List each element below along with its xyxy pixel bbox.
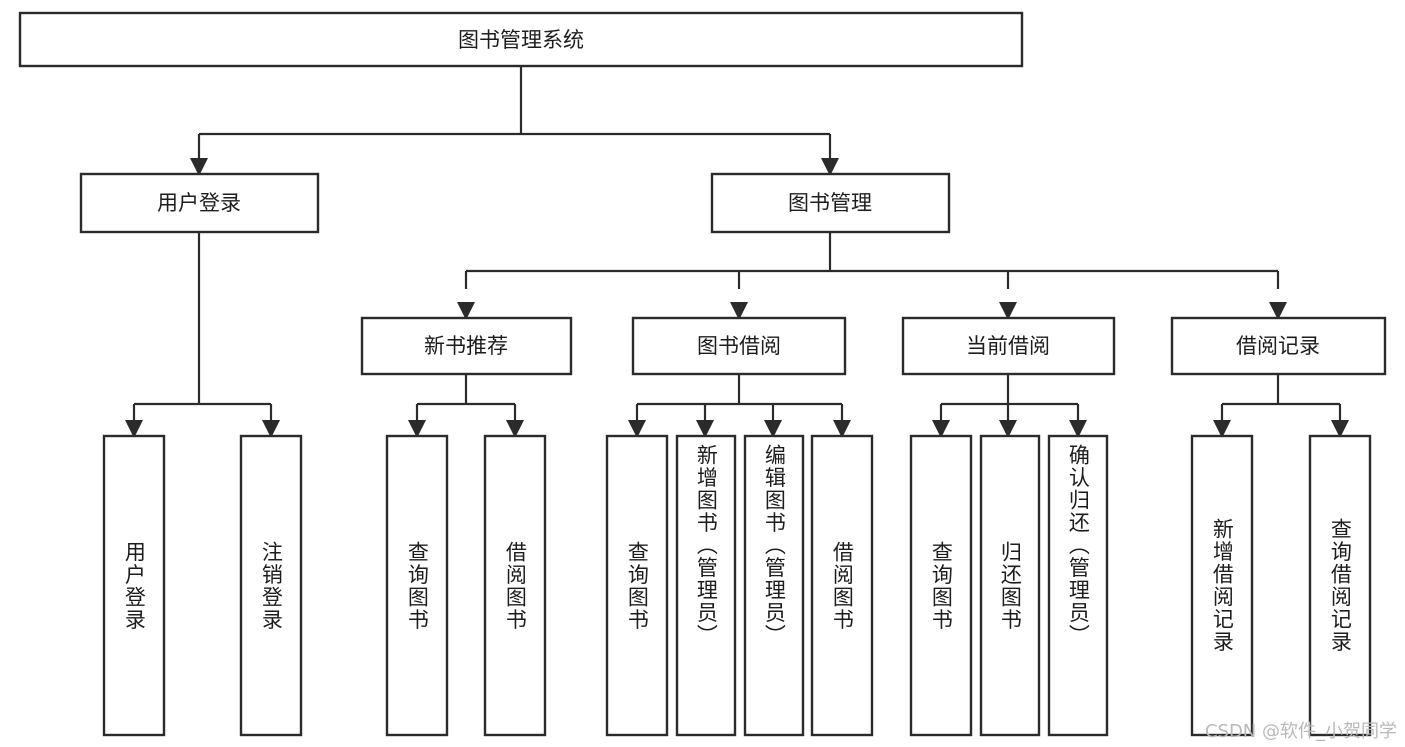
node-borrow-record[interactable]: 借阅记录	[1170, 316, 1387, 376]
leaf-borrow-book-1-box[interactable]	[483, 434, 547, 737]
leaf-box-layer	[102, 434, 1372, 737]
node-current-borrow-box[interactable]	[901, 316, 1116, 376]
node-book-borrow-box[interactable]	[631, 316, 847, 376]
node-book-management[interactable]: 图书管理	[710, 172, 951, 234]
csdn-watermark: CSDN @软件_小贺同学	[1204, 721, 1397, 742]
node-borrow-record-label: 借阅记录	[1236, 334, 1320, 358]
node-book-borrow[interactable]: 图书借阅	[631, 316, 847, 376]
node-root[interactable]: 图书管理系统	[18, 11, 1024, 68]
leaf-query-record-box[interactable]	[1308, 434, 1372, 737]
node-book-borrow-label: 图书借阅	[697, 334, 781, 358]
node-current-borrow-label: 当前借阅	[966, 334, 1050, 358]
node-user-login[interactable]: 用户登录	[79, 172, 320, 234]
node-new-book-recommend-label: 新书推荐	[424, 334, 508, 358]
node-new-book-recommend-box[interactable]	[360, 316, 573, 376]
node-root-box[interactable]	[18, 11, 1024, 68]
leaf-query-book-3-box[interactable]	[909, 434, 973, 737]
node-new-book-recommend[interactable]: 新书推荐	[360, 316, 573, 376]
node-user-login-box[interactable]	[79, 172, 320, 234]
leaf-add-book-box[interactable]	[675, 434, 737, 737]
node-book-management-box[interactable]	[710, 172, 951, 234]
leaf-user-logout-box[interactable]	[239, 434, 303, 737]
leaf-confirm-return-box[interactable]	[1047, 434, 1109, 737]
node-borrow-record-box[interactable]	[1170, 316, 1387, 376]
node-user-login-label: 用户登录	[157, 191, 241, 215]
leaf-return-book-box[interactable]	[979, 434, 1041, 737]
leaf-borrow-book-2-box[interactable]	[810, 434, 874, 737]
node-book-management-label: 图书管理	[788, 191, 872, 215]
node-root-label: 图书管理系统	[458, 28, 584, 52]
node-current-borrow[interactable]: 当前借阅	[901, 316, 1116, 376]
connector-layer	[125, 66, 1349, 438]
leaf-add-record-box[interactable]	[1190, 434, 1254, 737]
leaf-edit-book-box[interactable]	[743, 434, 805, 737]
leaf-query-book-1-box[interactable]	[385, 434, 449, 737]
leaf-query-book-2-box[interactable]	[605, 434, 669, 737]
leaf-user-login-box[interactable]	[102, 434, 166, 737]
